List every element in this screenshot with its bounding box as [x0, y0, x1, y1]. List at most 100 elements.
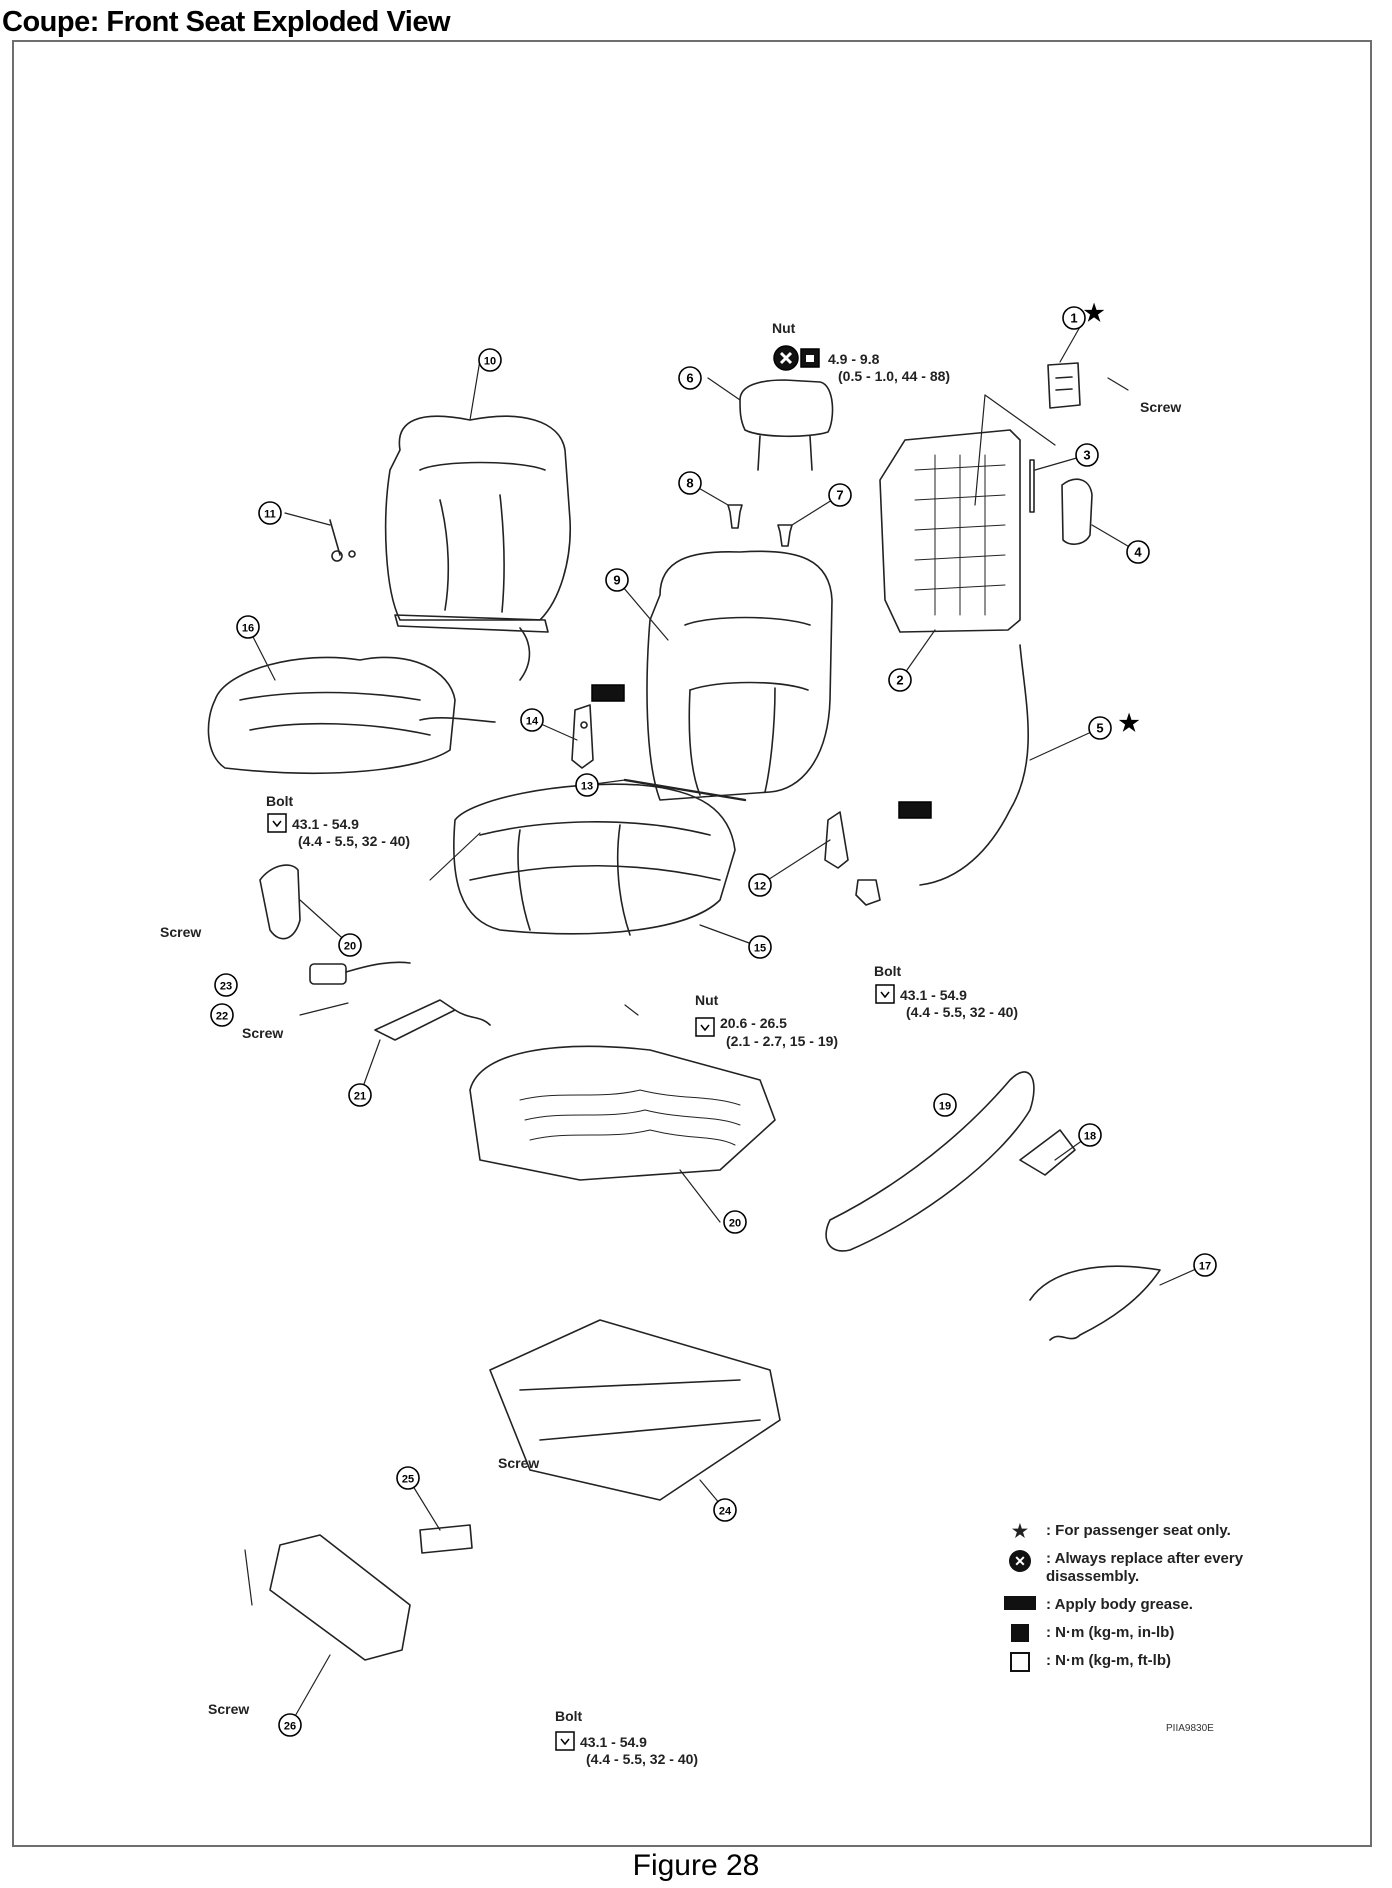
callout-number: 13 — [581, 781, 593, 793]
screw-label: Screw — [208, 1701, 249, 1717]
seatback-frame-part — [879, 429, 1021, 633]
callout-number: 20 — [729, 1218, 741, 1230]
diagram-frame — [12, 40, 1372, 1847]
apply-grease-icon — [1000, 1596, 1040, 1615]
callout-20: 20 — [723, 1210, 747, 1234]
seat-cushion-part — [453, 783, 736, 936]
callout-number: 23 — [220, 981, 232, 993]
torque-ft-lb-icon — [875, 984, 895, 1004]
callout-number: 1 — [1070, 311, 1077, 326]
bolt-label: Bolt — [874, 963, 902, 979]
callout-number: 20 — [344, 941, 356, 953]
torque-ft-lb-icon — [1000, 1652, 1040, 1677]
knob-part — [1019, 1129, 1076, 1176]
torque-in-lb-icon — [1000, 1624, 1040, 1647]
always-replace-icon: ✕ — [1000, 1550, 1040, 1572]
star-icon: ★ — [1120, 712, 1139, 734]
callout-number: 25 — [402, 1474, 414, 1486]
bracket-part — [571, 704, 594, 769]
page-title: Coupe: Front Seat Exploded View — [2, 6, 451, 38]
callout-number: 15 — [754, 943, 766, 955]
nut-label: Nut — [695, 992, 719, 1008]
callout-24: 24 — [713, 1498, 737, 1522]
callout-number: 5 — [1096, 721, 1103, 736]
airbag-module-part — [1061, 478, 1093, 545]
callout-19: 19 — [933, 1093, 957, 1117]
callout-21: 21 — [348, 1083, 372, 1107]
legend-item: : N·m (kg-m, in-lb) — [1000, 1624, 1330, 1642]
callout-5: 5 — [1088, 716, 1112, 740]
screw-label: Screw — [498, 1455, 539, 1471]
torque-spec-units: (4.4 - 5.5, 32 - 40) — [906, 1004, 1018, 1020]
callout-23: 23 — [214, 973, 238, 997]
callout-number: 11 — [264, 509, 276, 521]
callout-number: 16 — [242, 623, 254, 635]
legend-text: : For passenger seat only. — [1046, 1522, 1231, 1539]
seatback-cover-part — [384, 415, 572, 681]
star-icon: ★ — [1011, 1521, 1029, 1541]
torque-spec-units: (0.5 - 1.0, 44 - 88) — [838, 368, 950, 384]
callout-number: 2 — [896, 673, 903, 688]
torque-ft-lb-icon — [267, 813, 287, 833]
callout-22: 22 — [210, 1003, 234, 1027]
cushion-cover-part — [207, 656, 496, 774]
callout-10: 10 — [478, 348, 502, 372]
apply-grease-icon — [898, 801, 932, 819]
legend-item: ★ : For passenger seat only. — [1000, 1522, 1330, 1540]
hinge-bracket-part — [824, 811, 881, 906]
callout-number: 12 — [754, 881, 766, 893]
torque-spec-value: 20.6 - 26.5 — [720, 1015, 787, 1031]
seat-adjuster-part — [489, 1319, 781, 1501]
callout-number: 18 — [1084, 1131, 1096, 1143]
always-replace-icon — [773, 345, 799, 371]
callout-number: 14 — [526, 716, 539, 728]
callout-number: 6 — [686, 371, 693, 386]
wire-harness-part — [1029, 1265, 1161, 1341]
torque-spec-value: 43.1 - 54.9 — [580, 1734, 647, 1750]
callout-9: 9 — [605, 568, 629, 592]
torque-spec-value: 43.1 - 54.9 — [900, 987, 967, 1003]
torque-spec-units: (2.1 - 2.7, 15 - 19) — [726, 1033, 838, 1049]
legend-text: : Always replace after every disassembly… — [1046, 1550, 1244, 1585]
callout-2: 2 — [888, 668, 912, 692]
legend-text: : Apply body grease. — [1046, 1596, 1193, 1613]
callout-12: 12 — [748, 873, 772, 897]
callout-17: 17 — [1193, 1253, 1217, 1277]
adjuster-cover-part — [419, 1524, 473, 1554]
outer-cover-part — [269, 1534, 411, 1661]
callout-6: 6 — [678, 366, 702, 390]
switch-harness-part — [374, 999, 491, 1041]
legend-text: : N·m (kg-m, in-lb) — [1046, 1624, 1175, 1641]
callout-number: 19 — [939, 1101, 951, 1113]
occupant-sensor-part — [1047, 362, 1081, 409]
callout-25: 25 — [396, 1466, 420, 1490]
callout-1: 1 — [1062, 306, 1086, 330]
legend: ★ : For passenger seat only. ✕ : Always rep… — [1000, 1522, 1330, 1680]
screw-label: Screw — [242, 1025, 283, 1041]
callout-number: 21 — [354, 1091, 366, 1103]
callout-number: 3 — [1083, 448, 1090, 463]
legend-item: ✕ : Always replace after every disassembl… — [1000, 1550, 1330, 1586]
clip-part — [329, 519, 356, 562]
bolt-label: Bolt — [266, 793, 294, 809]
callout-8: 8 — [678, 471, 702, 495]
seat-frame-part — [469, 1045, 776, 1181]
torque-spec-units: (4.4 - 5.5, 32 - 40) — [586, 1751, 698, 1767]
switch-part — [309, 961, 411, 985]
torque-spec-value: 43.1 - 54.9 — [292, 816, 359, 832]
callout-7: 7 — [828, 483, 852, 507]
callout-number: 22 — [216, 1011, 228, 1023]
side-finisher-part — [825, 1071, 1035, 1252]
star-icon: ★ — [1085, 302, 1104, 324]
callout-number: 17 — [1199, 1261, 1211, 1273]
harness-cable-part — [919, 644, 1029, 886]
callout-20: 20 — [338, 933, 362, 957]
legend-item: : Apply body grease. — [1000, 1596, 1330, 1614]
callout-13: 13 — [575, 773, 599, 797]
callout-26: 26 — [278, 1713, 302, 1737]
rod-part — [623, 778, 747, 802]
callout-number: 24 — [719, 1506, 732, 1518]
trim-strip-part — [1029, 459, 1035, 513]
callout-4: 4 — [1126, 540, 1150, 564]
figure-code: PIIA9830E — [1166, 1723, 1214, 1734]
